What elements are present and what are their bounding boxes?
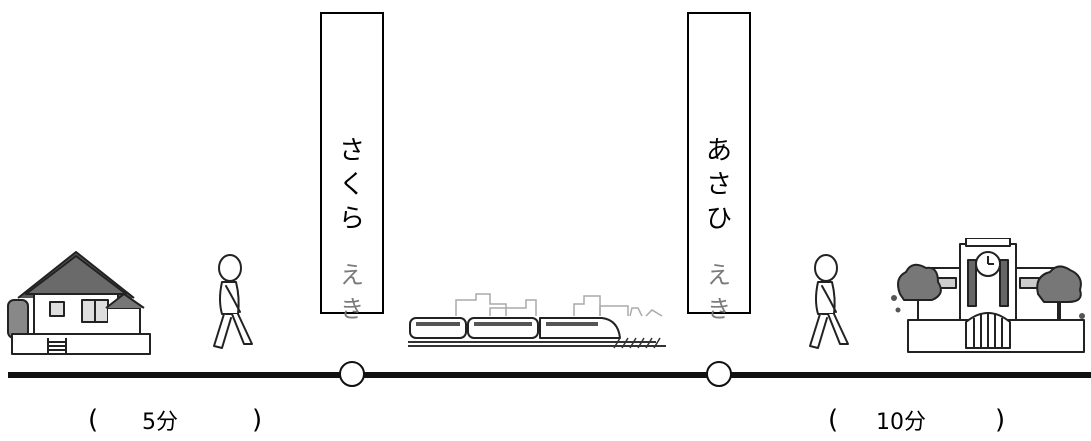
walk-duration-label: 5分: [142, 410, 178, 435]
station-sign-asahi: あ さ ひ え き: [687, 12, 751, 323]
open-paren: (: [828, 405, 839, 435]
school-building-icon: [891, 238, 1085, 353]
route-line: [8, 372, 1091, 378]
walk-duration-label: 10分: [876, 410, 926, 435]
house-icon: [7, 251, 151, 355]
station-sign-sakura: さ く ら え き: [320, 12, 384, 323]
close-paren: ): [252, 405, 263, 435]
walking-person-icon: [213, 254, 253, 349]
station-name: あ さ ひ: [705, 136, 732, 234]
train-icon: [408, 293, 666, 349]
open-paren: (: [88, 405, 99, 435]
station-suffix: え き: [707, 261, 731, 323]
close-paren: ): [995, 405, 1006, 435]
station-node-asahi: [706, 361, 732, 387]
walking-person-icon: [809, 254, 849, 349]
station-name: さ く ら: [338, 136, 365, 234]
station-suffix: え き: [340, 261, 364, 323]
station-node-sakura: [339, 361, 365, 387]
